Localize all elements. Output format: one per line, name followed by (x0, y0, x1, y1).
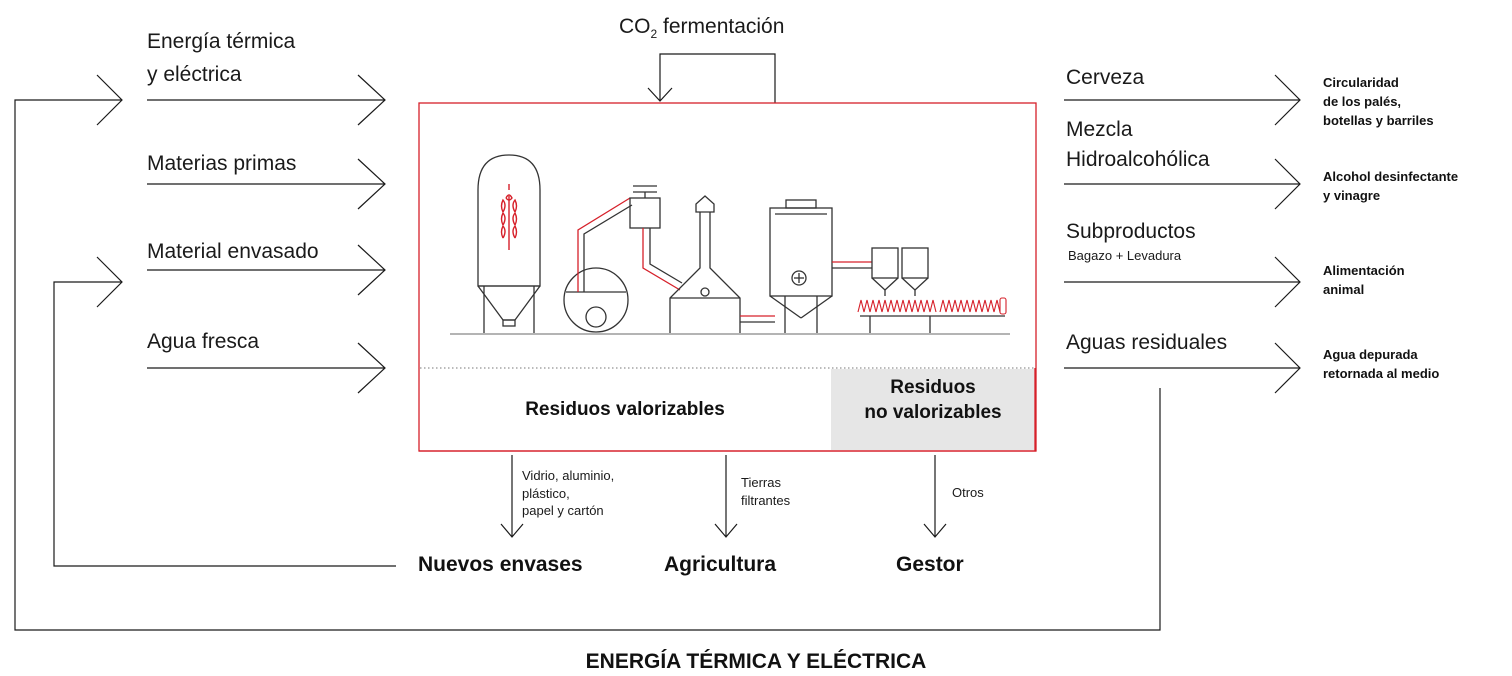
brew-kettle (669, 195, 775, 333)
dest-disinfectant-vinegar: Alcohol desinfectante y vinagre (1323, 169, 1459, 203)
input-energy-label: Energía térmica y eléctrica (147, 30, 296, 87)
energy-recirculation-loop (14, 74, 1161, 631)
co2-loop-line (659, 53, 776, 103)
co2-fermentation-label: CO2 fermentación (619, 15, 785, 42)
packaging-recirculation-loop (53, 256, 396, 567)
residuos-valorizables-label: Residuos valorizables (525, 399, 725, 420)
grain-silo (477, 154, 541, 333)
bottling-conveyor (857, 297, 1007, 333)
bottom-energy-title: ENERGÍA TÉRMICA Y ELÉCTRICA (585, 650, 927, 673)
bright-tanks (871, 247, 929, 296)
mash-tank (563, 197, 633, 333)
co2-arrowhead (647, 87, 673, 102)
waste-others-label: Otros (952, 485, 984, 500)
input-raw-materials-label: Materias primas (147, 152, 297, 175)
dest-animal-feed: Alimentación animal (1323, 263, 1405, 297)
waste-filter-earth-label: Tierras filtrantes (741, 475, 791, 508)
hop-tank (629, 185, 683, 291)
output-arrows (1064, 74, 1301, 394)
target-new-packaging: Nuevos envases (418, 553, 583, 576)
dest-circularity: Circularidad de los palés, botellas y ba… (1323, 75, 1434, 128)
input-arrows (147, 74, 386, 394)
dest-purified-water: Agua depurada retornada al medio (1323, 347, 1440, 381)
output-beer-label: Cerveza (1066, 66, 1145, 89)
waste-packaging-materials-label: Vidrio, aluminio, plástico, papel y cart… (522, 468, 615, 519)
no-valorizables-box (831, 369, 1035, 450)
input-fresh-water-label: Agua fresca (147, 330, 260, 353)
target-manager: Gestor (896, 553, 964, 576)
output-byproducts-label: Subproductos (1066, 220, 1196, 243)
output-wastewater-label: Aguas residuales (1066, 331, 1228, 354)
wheat-icon (500, 184, 518, 250)
output-byproducts-sublabel: Bagazo + Levadura (1068, 248, 1182, 263)
waste-arrows (500, 455, 947, 538)
output-hydroalcoholic-label: Mezcla Hidroalcohólica (1066, 118, 1210, 172)
fermentation-tank (769, 199, 872, 333)
target-agriculture: Agricultura (664, 553, 777, 576)
residuos-no-valorizables-label: Residuos no valorizables (864, 377, 1002, 423)
input-packaging-material-label: Material envasado (147, 240, 319, 263)
brewery-machinery-illustration (450, 154, 1010, 335)
